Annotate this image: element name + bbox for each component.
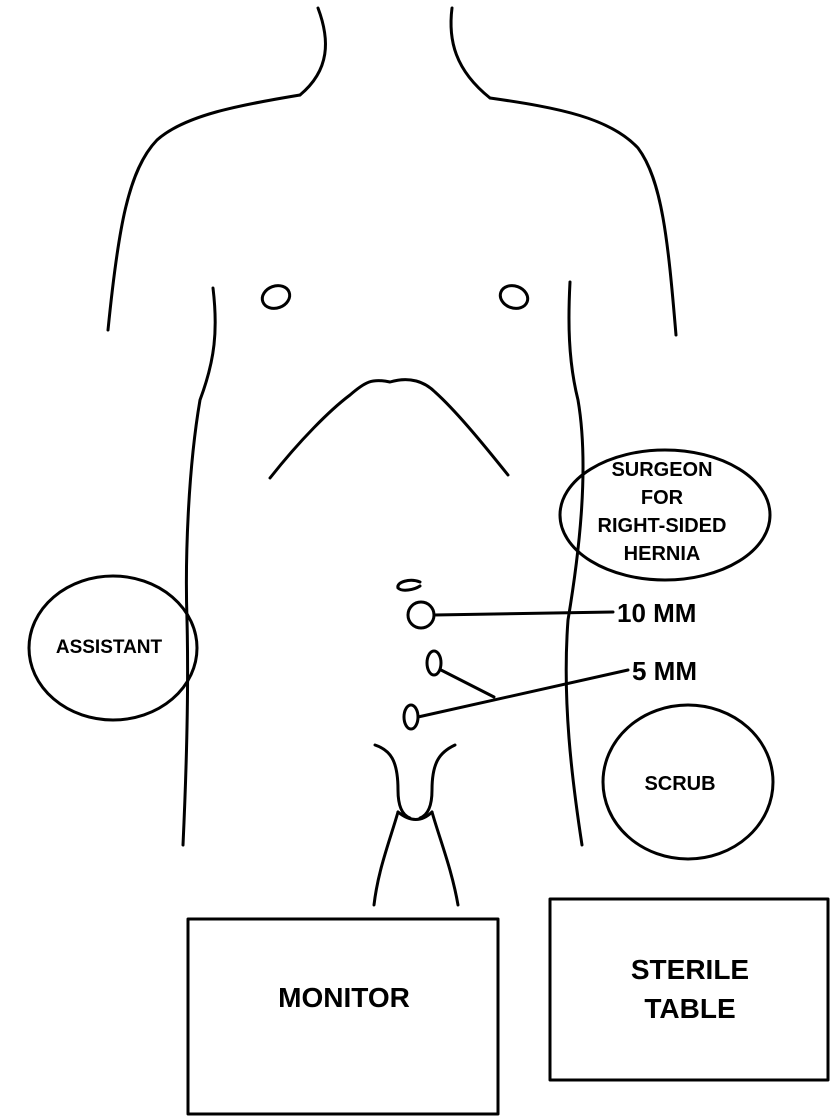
scrub-circle — [601, 703, 775, 861]
surgeon-label-line-3: RIGHT-SIDED — [598, 515, 727, 537]
monitor-box — [186, 917, 500, 1116]
sterile-table-label-line-2: TABLE — [644, 993, 735, 1024]
groin-base-line — [396, 810, 434, 821]
leader-5mm-branch — [439, 668, 496, 699]
surgeon-label-line-4: HERNIA — [624, 543, 701, 565]
leader-5mm-main — [416, 668, 630, 719]
sterile-table-box — [548, 897, 830, 1082]
port-5mm-label: 5 MM — [632, 656, 697, 686]
groin-right-line — [418, 743, 457, 820]
port-5mm-lower — [402, 703, 420, 731]
rib-cage-line — [268, 378, 510, 480]
leg-left-line — [372, 810, 400, 907]
sterile-table-label-line-1: STERILE — [631, 954, 749, 985]
umbilicus-mark — [396, 578, 422, 592]
port-10mm-circle — [406, 600, 436, 630]
port-5mm-upper — [425, 649, 443, 677]
surgeon-label-line-1: SURGEON — [611, 459, 712, 481]
surgeon-circle — [558, 448, 772, 582]
leg-right-line — [430, 810, 460, 907]
scrub-label: SCRUB — [644, 773, 715, 795]
right-nipple — [498, 284, 530, 310]
left-shoulder-arm — [106, 93, 302, 332]
left-nipple — [260, 284, 292, 310]
right-shoulder-arm — [488, 96, 678, 337]
groin-left-line — [373, 743, 412, 820]
torso-left-side — [181, 286, 217, 847]
monitor-label: MONITOR — [278, 982, 410, 1013]
port-10mm-label: 10 MM — [617, 598, 696, 628]
assistant-label: ASSISTANT — [56, 637, 163, 658]
leader-10mm — [432, 610, 615, 617]
torso-right-side — [564, 280, 585, 847]
neck-right-line — [449, 6, 492, 100]
assistant-circle — [27, 574, 199, 722]
neck-left-line — [298, 6, 327, 97]
surgeon-label-line-2: FOR — [641, 487, 684, 509]
